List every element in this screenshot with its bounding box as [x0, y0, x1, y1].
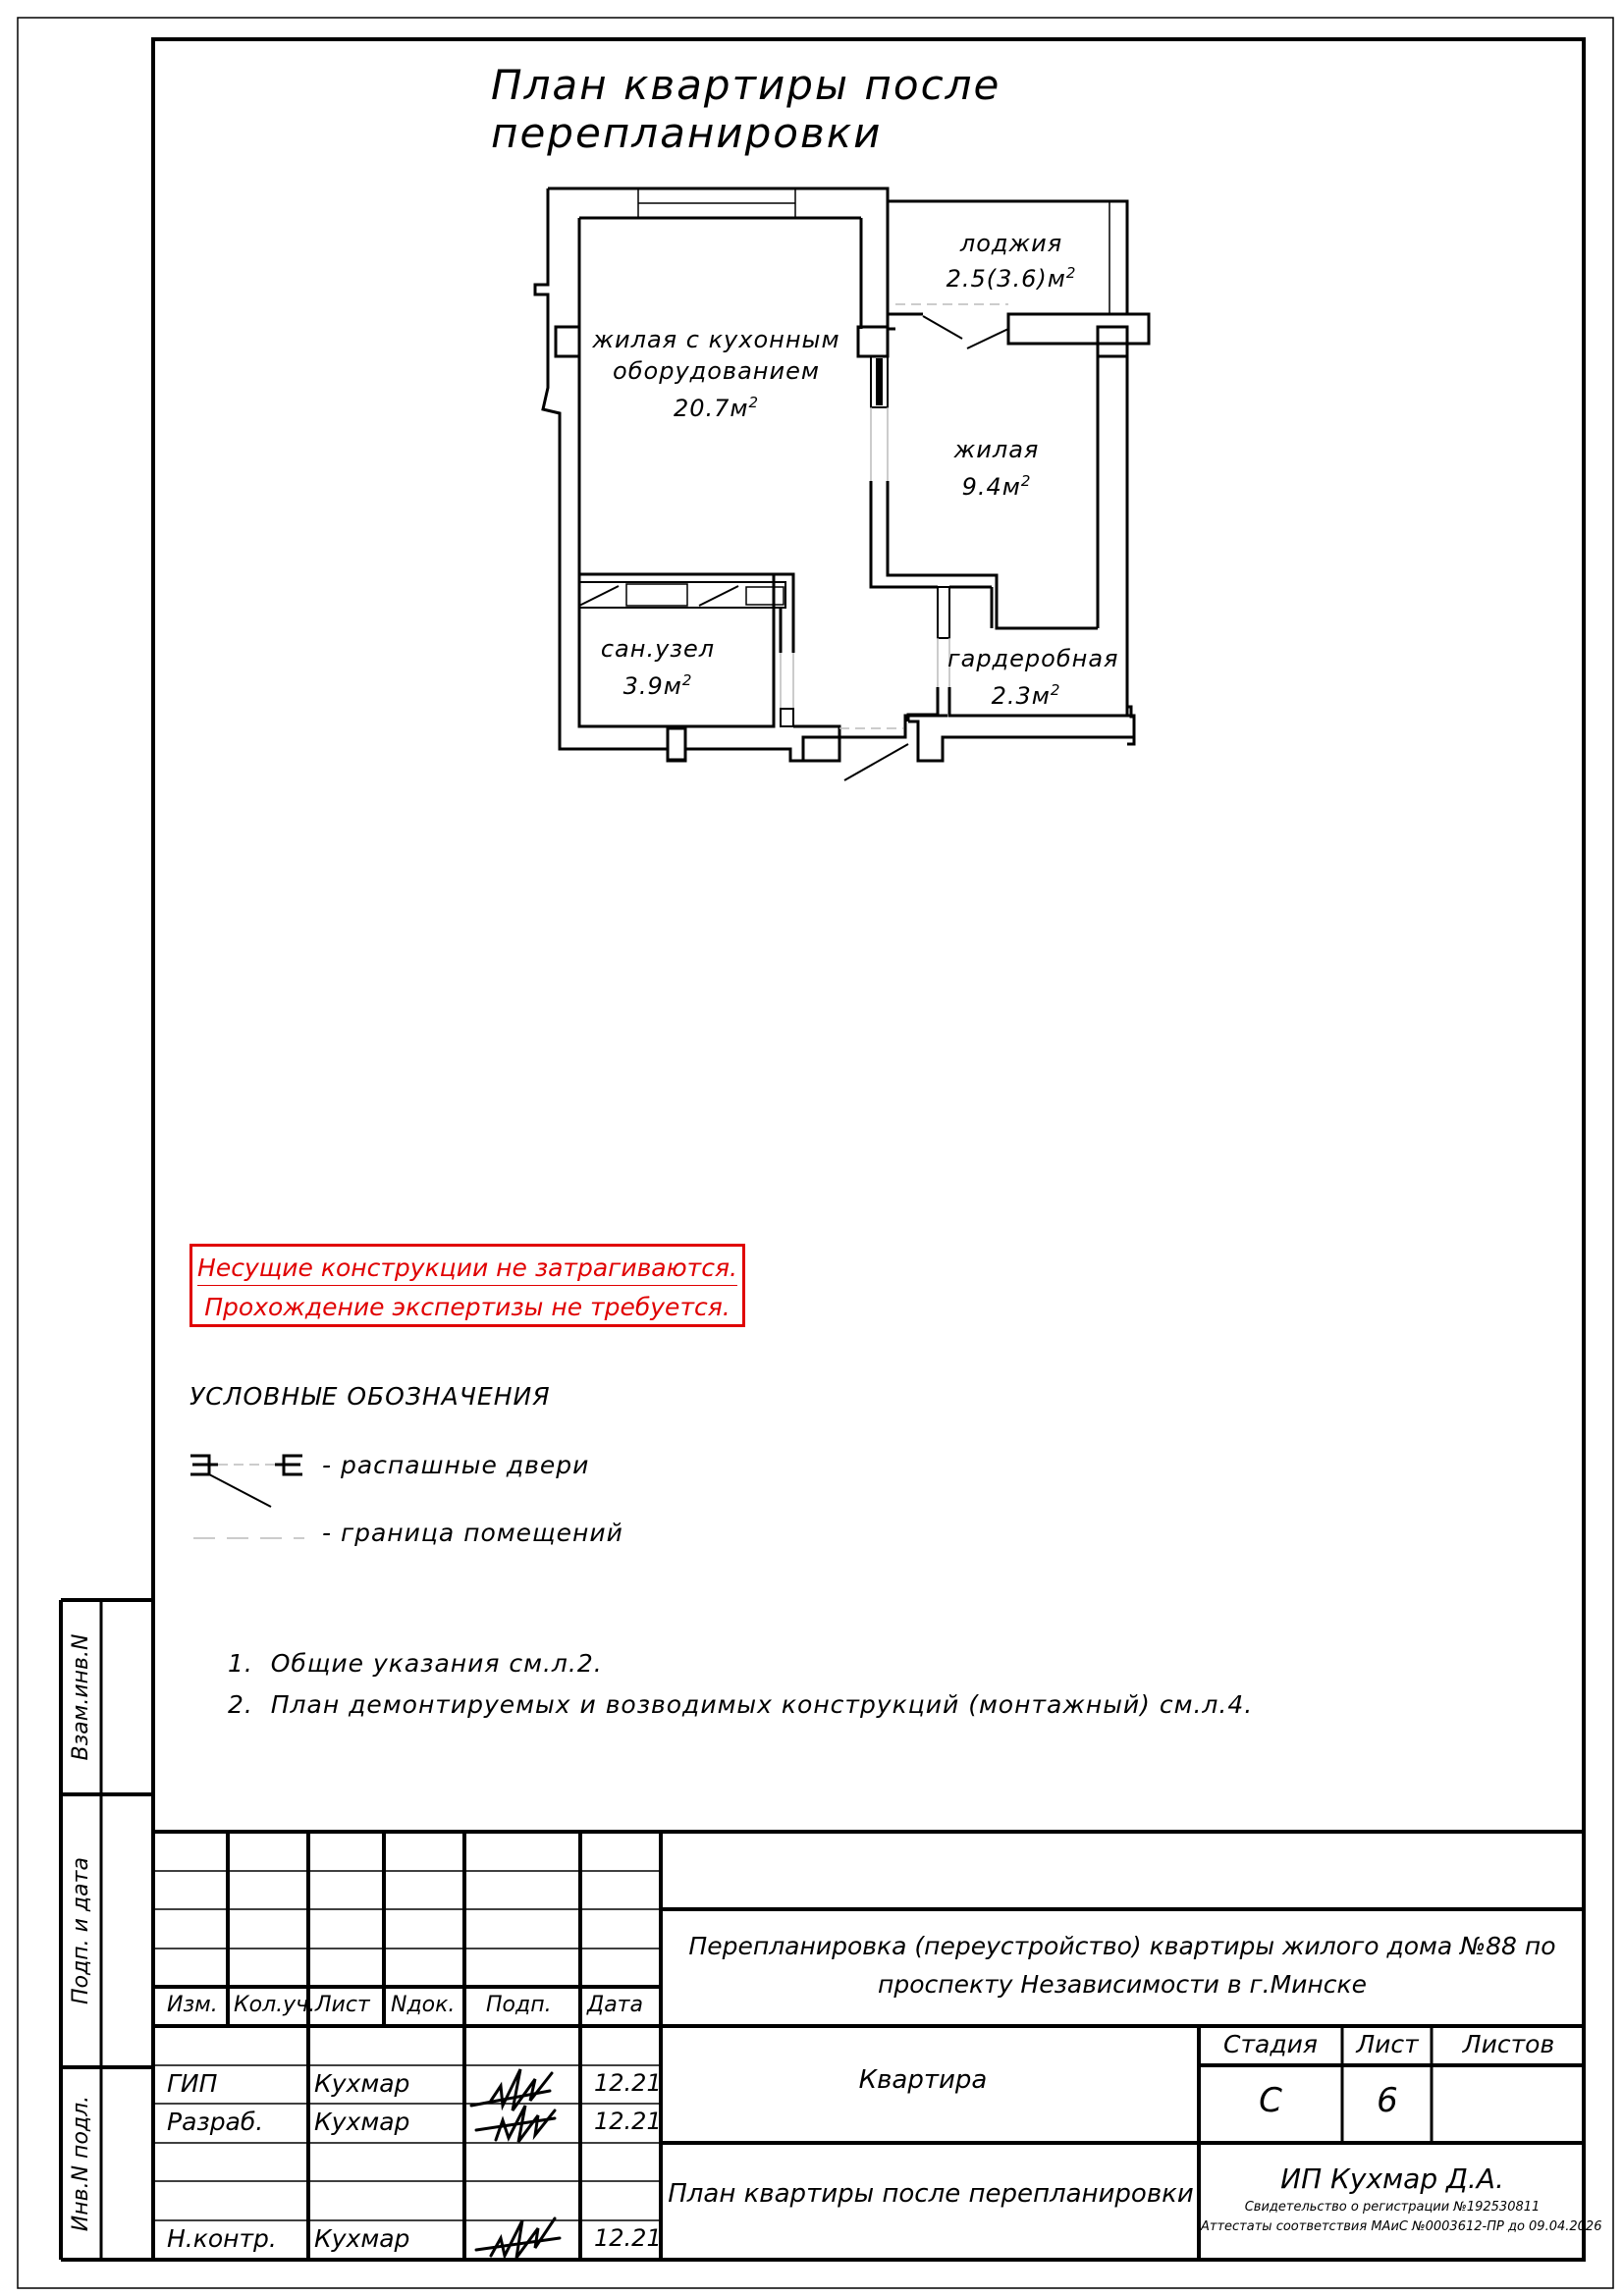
- legend-symbols: [190, 1454, 304, 1539]
- room-area: 9.4м2: [961, 472, 1032, 501]
- room-name: жилая с кухонным: [592, 326, 840, 353]
- header-list: Лист: [315, 1993, 370, 2017]
- object-name: Квартира: [858, 2065, 988, 2095]
- notice-line-1: Несущие конструкции не затрагиваются.: [197, 1252, 737, 1286]
- header-ndok: Nдок.: [391, 1993, 456, 2017]
- legend-title: УСЛОВНЫЕ ОБОЗНАЧЕНИЯ: [189, 1382, 551, 1411]
- room-area: 2.5(3.6)м2: [946, 264, 1077, 293]
- legend-door-label: - распашные двери: [322, 1451, 590, 1479]
- signature-marks: [469, 2068, 562, 2261]
- staff-name-razrab: Кухмар: [314, 2108, 410, 2136]
- company-name: ИП Кухмар Д.А.: [1280, 2163, 1504, 2195]
- notice-box: Несущие конструкции не затрагиваются. Пр…: [189, 1244, 745, 1327]
- room-label-loggia: лоджия 2.5(3.6)м2: [928, 229, 1095, 294]
- staff-name-gip: Кухмар: [314, 2069, 410, 2098]
- header-izm: Изм.: [167, 1993, 218, 2017]
- sheets-label: Листов: [1462, 2030, 1555, 2058]
- sheet-value: 6: [1377, 2081, 1398, 2120]
- project-title-line-1: Перепланировка (переустройство) квартиры…: [688, 1932, 1556, 1960]
- room-name: гардеробная: [947, 645, 1119, 672]
- room-area: 2.3м2: [991, 681, 1061, 710]
- notice-line-2: Прохождение экспертизы не требуется.: [204, 1291, 730, 1325]
- room-name: сан.узел: [600, 635, 716, 663]
- side-columns: [59, 1598, 153, 2262]
- floor-plan: [533, 187, 1151, 781]
- company-cert-2: Аттестаты соответствия МАиС №0003612-ПР …: [1201, 2219, 1602, 2234]
- company-cert-1: Свидетельство о регистрации №192530811: [1244, 2200, 1541, 2215]
- stage-label: Стадия: [1223, 2030, 1318, 2058]
- header-kol-uch: Кол.уч.: [234, 1993, 316, 2017]
- staff-role-nkontr: Н.контр.: [167, 2224, 277, 2253]
- staff-role-razrab: Разраб.: [167, 2108, 264, 2136]
- staff-name-nkontr: Кухмар: [314, 2224, 410, 2253]
- room-label-living-kitchen: жилая с кухонным оборудованием 20.7м2: [591, 324, 841, 424]
- note-1: 1. Общие указания см.л.2.: [228, 1649, 603, 1678]
- side-label-inv-podl: Инв.N подл.: [69, 2095, 93, 2232]
- header-data: Дата: [587, 1993, 643, 2017]
- staff-date-gip: 12.21: [594, 2069, 662, 2097]
- note-2: 2. План демонтируемых и возводимых конст…: [228, 1690, 1254, 1719]
- room-area: 3.9м2: [622, 671, 693, 700]
- room-label-living: жилая 9.4м2: [938, 434, 1055, 503]
- staff-role-gip: ГИП: [167, 2069, 218, 2098]
- staff-date-razrab: 12.21: [594, 2108, 662, 2135]
- room-name: лоджия: [959, 230, 1063, 257]
- header-podp: Подп.: [486, 1993, 552, 2017]
- room-label-bathroom: сан.узел 3.9м2: [594, 633, 722, 702]
- legend-boundary-label: - граница помещений: [322, 1519, 623, 1547]
- room-label-wardrobe: гардеробная 2.3м2: [947, 643, 1119, 712]
- stage-value: С: [1259, 2081, 1282, 2120]
- staff-date-nkontr: 12.21: [594, 2224, 662, 2252]
- room-name: жилая: [953, 436, 1040, 463]
- sheet-label: Лист: [1356, 2030, 1419, 2058]
- room-area: 20.7м2: [673, 394, 760, 422]
- outer-frame: [17, 17, 1614, 2289]
- title-block-grid: [153, 1830, 1584, 2260]
- side-label-vzam-inv: Взам.инв.N: [69, 1633, 93, 1761]
- project-title-line-2: проспекту Независимости в г.Минске: [878, 1970, 1367, 1999]
- main-frame: [151, 37, 1586, 2262]
- room-name-line2: оборудованием: [613, 357, 820, 385]
- plan-title: План квартиры после перепланировки: [491, 61, 1001, 157]
- drawing-name: План квартиры после перепланировки: [668, 2179, 1194, 2209]
- side-label-podp-data: Подп. и дата: [69, 1857, 93, 2004]
